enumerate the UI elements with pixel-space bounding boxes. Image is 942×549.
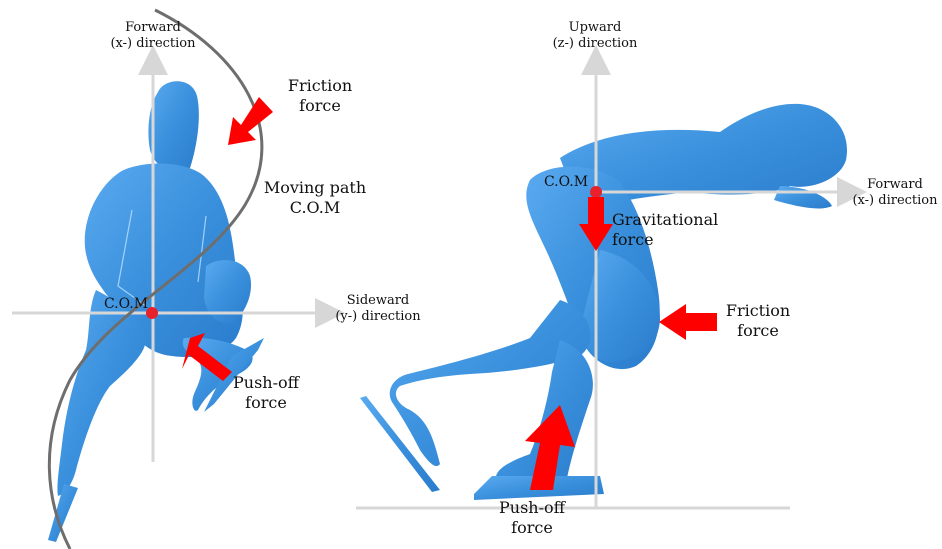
right-forward-line2: (x-) direction bbox=[848, 193, 942, 209]
left-sideward-axis-label: Sideward (y-) direction bbox=[328, 293, 428, 326]
right-forward-axis-label: Forward (x-) direction bbox=[848, 177, 942, 210]
left-pushoff-label: Push-off force bbox=[228, 373, 304, 413]
right-upward-axis-label: Upward (z-) direction bbox=[540, 20, 650, 53]
moving-path-line1: Moving path bbox=[258, 178, 372, 198]
left-sideward-line1: Sideward bbox=[328, 293, 428, 309]
right-pushoff-line1: Push-off bbox=[494, 498, 570, 518]
left-com-label: C.O.M bbox=[98, 296, 154, 314]
left-friction-line2: force bbox=[282, 96, 358, 116]
left-pushoff-line2: force bbox=[228, 393, 304, 413]
moving-path-line2: C.O.M bbox=[258, 198, 372, 218]
moving-path-label: Moving path C.O.M bbox=[258, 178, 372, 218]
right-gravitational-line1: Gravitational bbox=[612, 210, 728, 230]
right-upward-line1: Upward bbox=[540, 20, 650, 36]
right-pushoff-label: Push-off force bbox=[494, 498, 570, 538]
left-forward-line1: Forward bbox=[102, 20, 204, 36]
left-friction-label: Friction force bbox=[282, 76, 358, 116]
right-friction-label: Friction force bbox=[720, 301, 796, 341]
right-gravitational-line2: force bbox=[612, 230, 728, 250]
left-friction-line1: Friction bbox=[282, 76, 358, 96]
right-gravitational-label: Gravitational force bbox=[612, 210, 728, 250]
right-com-label: C.O.M bbox=[538, 174, 594, 192]
left-pushoff-line1: Push-off bbox=[228, 373, 304, 393]
left-sideward-line2: (y-) direction bbox=[328, 309, 428, 325]
right-forward-line1: Forward bbox=[848, 177, 942, 193]
right-pushoff-line2: force bbox=[494, 518, 570, 538]
right-friction-line1: Friction bbox=[720, 301, 796, 321]
right-friction-arrow bbox=[659, 304, 717, 340]
left-friction-arrow bbox=[228, 97, 273, 145]
right-friction-line2: force bbox=[720, 321, 796, 341]
left-forward-axis-label: Forward (x-) direction bbox=[102, 20, 204, 53]
right-upward-line2: (z-) direction bbox=[540, 36, 650, 52]
left-forward-line2: (x-) direction bbox=[102, 36, 204, 52]
